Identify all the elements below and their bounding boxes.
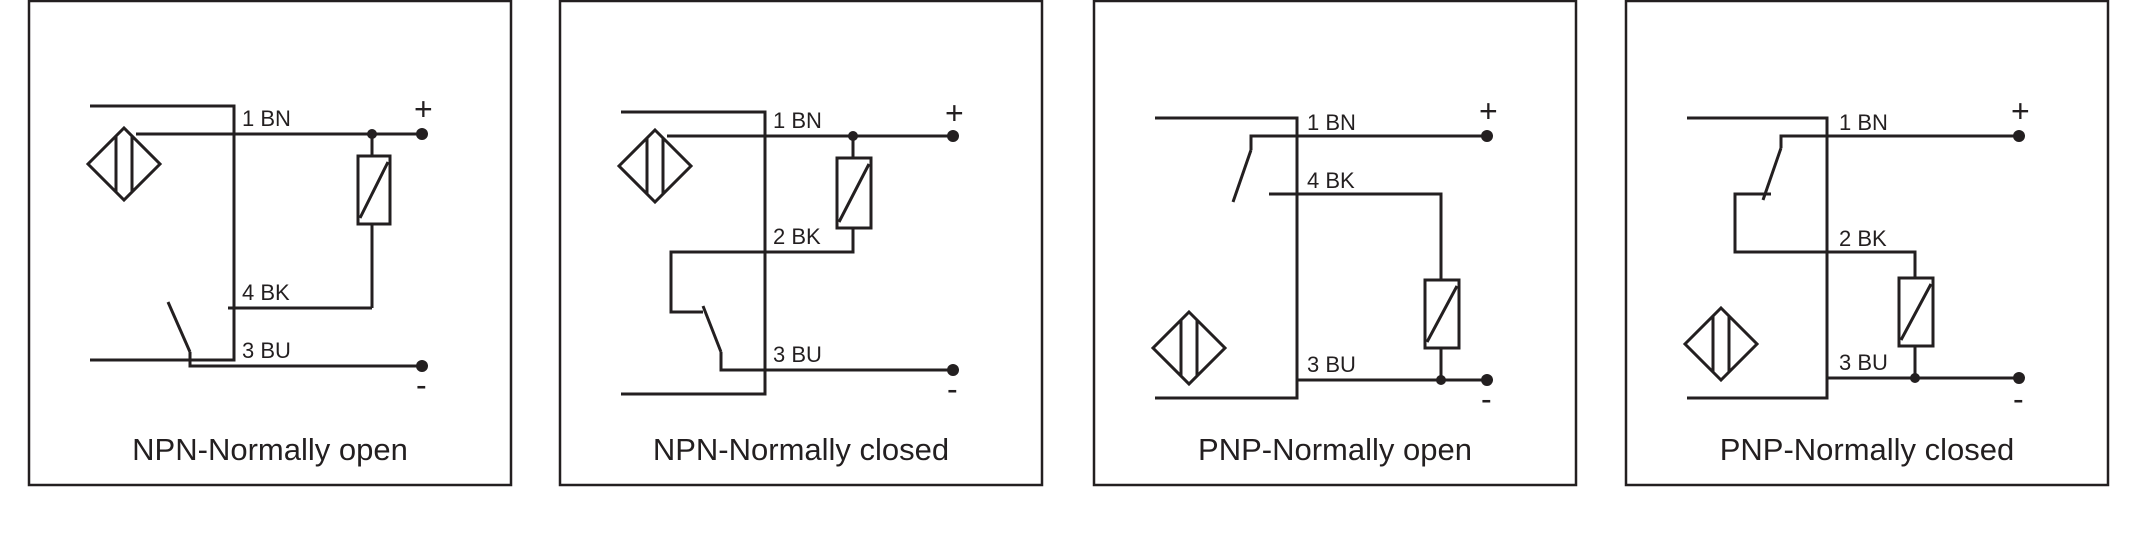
npn-switch <box>166 301 428 372</box>
panel-caption: NPN-Normally open <box>132 432 408 467</box>
diagram-npn-normally-open: 1 BN 4 BK 3 BU + - NPN-Normally open <box>27 0 513 487</box>
diagram-npn-normally-closed: 1 BN 2 BK 3 BU + - NPN-Normally closed <box>558 0 1044 487</box>
wire-label-bn: 1 BN <box>773 108 822 133</box>
wire-label-bk: 4 BK <box>1307 168 1355 193</box>
panel-frame <box>558 0 1044 487</box>
wire-label-bn: 1 BN <box>1839 110 1888 135</box>
sensor-body-lines <box>90 104 236 362</box>
plus-sign: + <box>945 95 964 131</box>
bu-wire <box>1297 374 1493 386</box>
panel-frame <box>1092 0 1578 487</box>
plus-terminal <box>2013 130 2025 142</box>
npn-switch <box>701 305 959 376</box>
npn-nc-schematic: 1 BN 2 BK 3 BU + - <box>558 0 1044 487</box>
minus-terminal <box>1481 374 1493 386</box>
diagram-pnp-normally-closed: 1 BN 2 BK 3 BU + - PNP-Normally closed <box>1624 0 2110 487</box>
wire-label-bn: 1 BN <box>1307 110 1356 135</box>
pnp-nc-schematic: 1 BN 2 BK 3 BU + - <box>1624 0 2110 487</box>
plus-terminal <box>416 128 428 140</box>
pnp-switch <box>1231 130 1493 203</box>
panel-frame <box>1624 0 2110 487</box>
wire-label-bk: 4 BK <box>242 280 290 305</box>
load-resistor <box>669 136 873 314</box>
bu-wire <box>1827 372 2025 384</box>
plus-terminal <box>947 130 959 142</box>
inductive-sensor-icon <box>1150 309 1228 387</box>
pnp-switch <box>1733 130 2025 254</box>
minus-terminal <box>2013 372 2025 384</box>
panel-frame <box>27 0 513 487</box>
wire-label-bk: 2 BK <box>1839 226 1887 251</box>
minus-sign: - <box>2013 381 2024 417</box>
npn-no-schematic: 1 BN 4 BK 3 BU + - <box>27 0 513 487</box>
panel-caption: PNP-Normally closed <box>1719 432 2015 467</box>
wire-label-bu: 3 BU <box>1839 350 1888 375</box>
bk-wire-and-load <box>1269 192 1461 380</box>
load-resistor <box>1827 250 1935 378</box>
inductive-sensor-icon <box>1682 305 1760 383</box>
load-resistor <box>228 134 392 310</box>
sensor-body-lines <box>1155 116 1299 400</box>
minus-terminal <box>947 364 959 376</box>
minus-terminal <box>416 360 428 372</box>
wire-label-bu: 3 BU <box>242 338 291 363</box>
inductive-sensor-icon <box>85 125 163 203</box>
sensor-body-lines <box>1687 116 1829 400</box>
wire-label-bu: 3 BU <box>1307 352 1356 377</box>
plus-terminal <box>1481 130 1493 142</box>
plus-sign: + <box>1479 93 1498 129</box>
inductive-sensor-icon <box>616 127 694 205</box>
wire-label-bn: 1 BN <box>242 106 291 131</box>
minus-sign: - <box>1481 381 1492 417</box>
plus-sign: + <box>2011 93 2030 129</box>
panel-caption: PNP-Normally open <box>1198 432 1472 467</box>
minus-sign: - <box>947 371 958 407</box>
wire-label-bk: 2 BK <box>773 224 821 249</box>
plus-sign: + <box>414 91 433 127</box>
pnp-no-schematic: 1 BN 4 BK 3 BU + - <box>1092 0 1578 487</box>
wire-label-bu: 3 BU <box>773 342 822 367</box>
panel-caption: NPN-Normally closed <box>652 432 950 467</box>
minus-sign: - <box>416 367 427 403</box>
diagram-pnp-normally-open: 1 BN 4 BK 3 BU + - PNP-Normally open <box>1092 0 1578 487</box>
